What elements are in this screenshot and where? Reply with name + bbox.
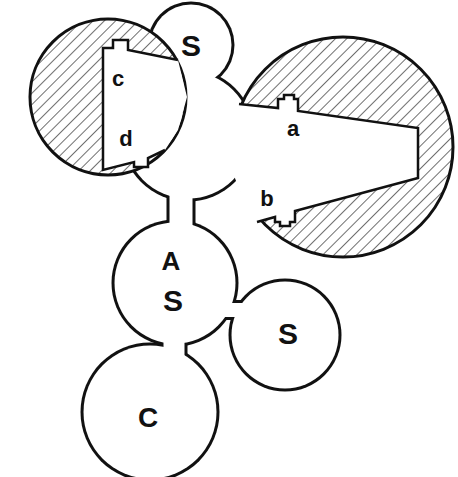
chamber-floor [232,282,339,389]
chamber-node: cd [30,19,186,175]
room-floor [230,95,418,226]
room-wall [103,40,178,170]
chamber-letter: S [161,285,185,317]
chamber-letter: c [110,67,126,91]
chamber-floor [84,346,217,477]
chamber-floor [115,223,236,344]
passage-floor [222,303,248,317]
passage-floor [164,330,185,360]
passage-floor [170,185,193,235]
chamber-node: C [82,344,218,477]
chamber-letter: S [276,318,300,350]
chamber-outline [229,279,342,392]
chamber-letter: C [136,403,160,433]
chamber-node: S [149,3,233,87]
chamber-letter: b [258,187,275,211]
room-wall [239,95,418,226]
chamber-node: ab [233,37,453,257]
room-floor [103,40,187,170]
rooms [103,40,418,226]
hatched-masses [30,19,453,257]
chamber-node: S [230,280,340,390]
chamber-letter: d [117,127,134,151]
chamber-letter: a [285,117,301,141]
chamber-outline [112,220,239,347]
chamber-letter: S [179,30,203,62]
chamber-outline [81,343,220,477]
chamber-node: AS [113,221,237,345]
hatched-mass [30,19,186,175]
chamber-letter: A [160,247,183,275]
